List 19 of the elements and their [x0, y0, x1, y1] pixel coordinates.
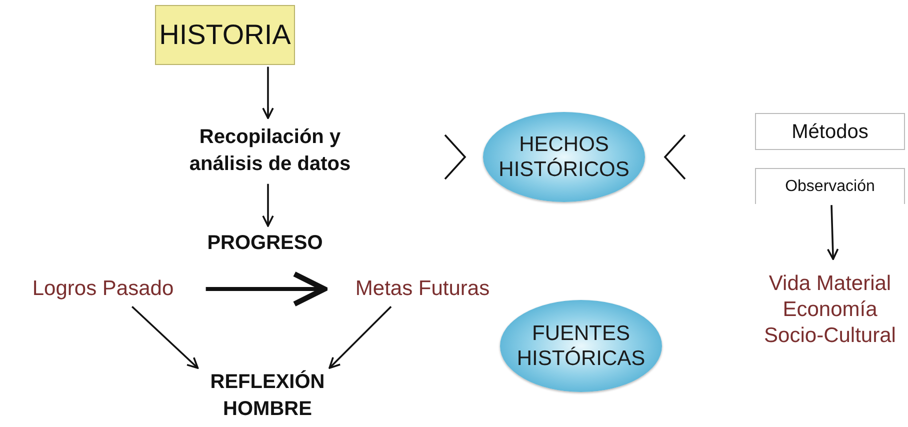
arrow [262, 66, 274, 120]
node-text: Metas Futuras [355, 276, 490, 302]
node-text: Recopilación y análisis de datos [188, 125, 352, 177]
node-text: Logros Pasado [32, 276, 174, 302]
label-box: Observación [755, 168, 905, 204]
arrow [131, 306, 199, 369]
arrow [262, 184, 274, 227]
node-text: Socio-Cultural [764, 323, 896, 350]
node-text: Vida Material [768, 270, 892, 297]
node-text: Economía [782, 296, 878, 323]
arrow [206, 271, 328, 307]
title-box: HISTORIA [155, 5, 295, 65]
arrow [328, 306, 392, 369]
arrow [826, 205, 839, 260]
ellipse-node: FUENTES HISTÓRICAS [500, 300, 662, 392]
node-text: PROGRESO [207, 230, 323, 256]
ellipse-node: HECHOS HISTÓRICOS [483, 112, 645, 202]
node-text: REFLEXIÓN HOMBRE [209, 369, 326, 422]
label-box: Métodos [755, 113, 905, 150]
